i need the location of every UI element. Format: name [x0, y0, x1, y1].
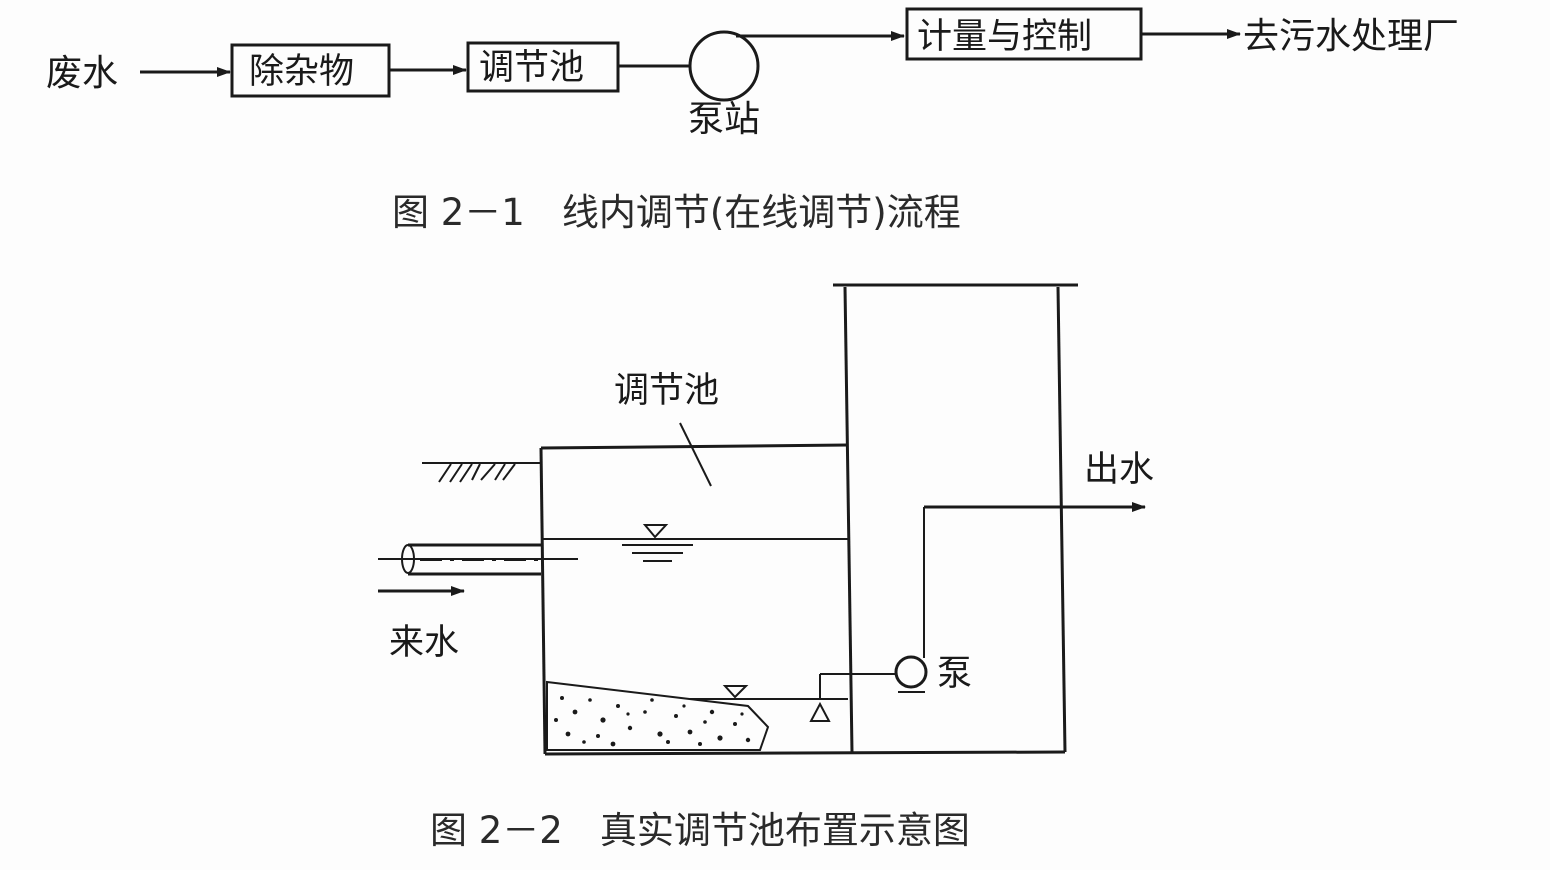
- water-level-marker: [622, 524, 693, 562]
- suction-pipe: [809, 673, 897, 722]
- pump-station-symbol: [688, 30, 760, 102]
- equalization-tank-body: [422, 443, 1066, 756]
- figure-2-2-caption: 图 2－2 真实调节池布置示意图: [430, 809, 970, 852]
- label-equalization-tank: 调节池: [614, 371, 719, 411]
- label-outlet-water: 出水: [1084, 450, 1154, 490]
- node-to-treatment-plant: 去污水处理厂: [1243, 16, 1459, 57]
- box-metering-control-label: 计量与控制: [917, 17, 1092, 57]
- inlet-pipe: [378, 543, 578, 576]
- pump-symbol: [894, 655, 928, 693]
- node-wastewater: 废水: [46, 53, 118, 94]
- sludge-deposit: [546, 680, 770, 751]
- figure-2-1-caption: 图 2－1 线内调节(在线调节)流程: [392, 191, 961, 234]
- box-remove-debris-label: 除杂物: [249, 52, 354, 92]
- figure-2-1: 废水 除杂物 调节池 泵站 计量与控制 去污水处理厂 图 2－1 线内调节(在线…: [46, 7, 1459, 234]
- leader-equalization-tank: [679, 422, 712, 487]
- label-inlet-water: 来水: [389, 623, 459, 663]
- box-equalization-tank-label: 调节池: [479, 48, 584, 88]
- pump-station-label: 泵站: [688, 99, 760, 140]
- figure-2-2: 调节池 来水: [378, 283, 1154, 852]
- low-level-marker: [690, 685, 848, 700]
- label-pump: 泵: [937, 654, 972, 694]
